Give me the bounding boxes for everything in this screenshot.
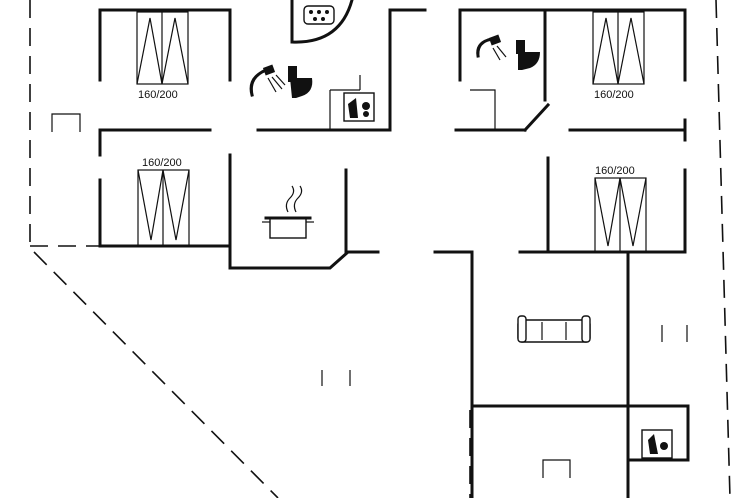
toilet-icon [288,66,313,98]
bed-label: 160/200 [138,89,178,101]
shower-icon [476,34,507,61]
bed-top-left: 160/200 [136,11,189,101]
bed-bottom-right: 160/200 [594,165,647,253]
cooking-pot-icon [262,185,314,239]
bed-bottom-left: 160/200 [137,157,190,247]
washing-machine-icon [343,92,375,122]
shower-icon [249,64,286,97]
bed-label: 160/200 [595,165,635,177]
washing-machine-icon [641,429,673,459]
toilet-icon [516,40,540,70]
bed-label: 160/200 [594,89,634,101]
whirlpool-tub-icon [290,0,354,44]
bed-label: 160/200 [142,157,182,169]
sofa-icon [517,315,591,343]
terrace-outline [29,0,731,498]
bed-top-right: 160/200 [592,11,645,101]
